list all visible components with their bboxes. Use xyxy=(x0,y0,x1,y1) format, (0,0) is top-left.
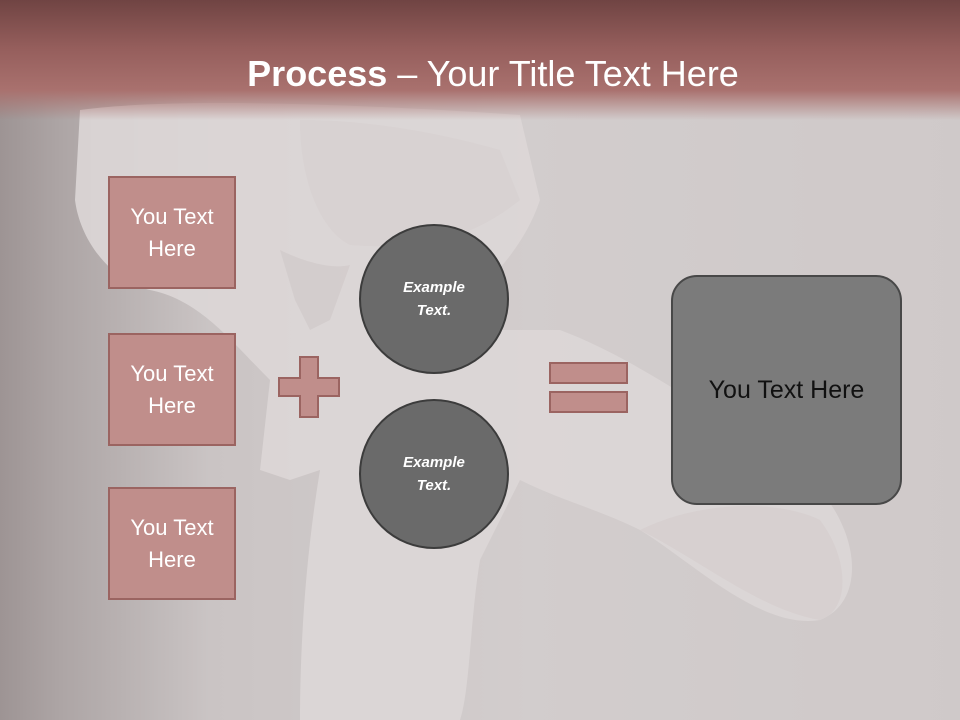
header-band xyxy=(0,0,960,120)
circle-1-line1: Example xyxy=(403,279,465,296)
title-bold: Process xyxy=(247,53,388,94)
result-box: You Text Here xyxy=(671,275,902,505)
text-box-2-line1: You Text xyxy=(130,360,214,386)
plus-icon xyxy=(278,356,340,418)
text-box-2-line2: Here xyxy=(148,392,196,418)
text-box-1: You Text Here xyxy=(108,176,236,289)
result-text: You Text Here xyxy=(708,375,865,404)
text-box-3: You Text Here xyxy=(108,487,236,600)
circle-1-line2: Text. xyxy=(416,302,452,319)
slide-title: Process – Your Title Text Here xyxy=(0,52,960,96)
text-box-3-line1: You Text xyxy=(130,514,214,540)
text-box-2: You Text Here xyxy=(108,333,236,446)
circle-2-line2: Text. xyxy=(416,477,452,494)
text-box-1-line1: You Text xyxy=(130,203,214,229)
equals-icon xyxy=(549,362,628,413)
example-circle-1: Example Text. xyxy=(359,224,509,374)
example-circle-2: Example Text. xyxy=(359,399,509,549)
title-rest: Your Title Text Here xyxy=(426,53,739,94)
text-box-3-line2: Here xyxy=(148,546,196,572)
title-dash: – xyxy=(387,53,427,94)
text-box-1-line2: Here xyxy=(148,235,196,261)
circle-2-line1: Example xyxy=(403,454,465,471)
